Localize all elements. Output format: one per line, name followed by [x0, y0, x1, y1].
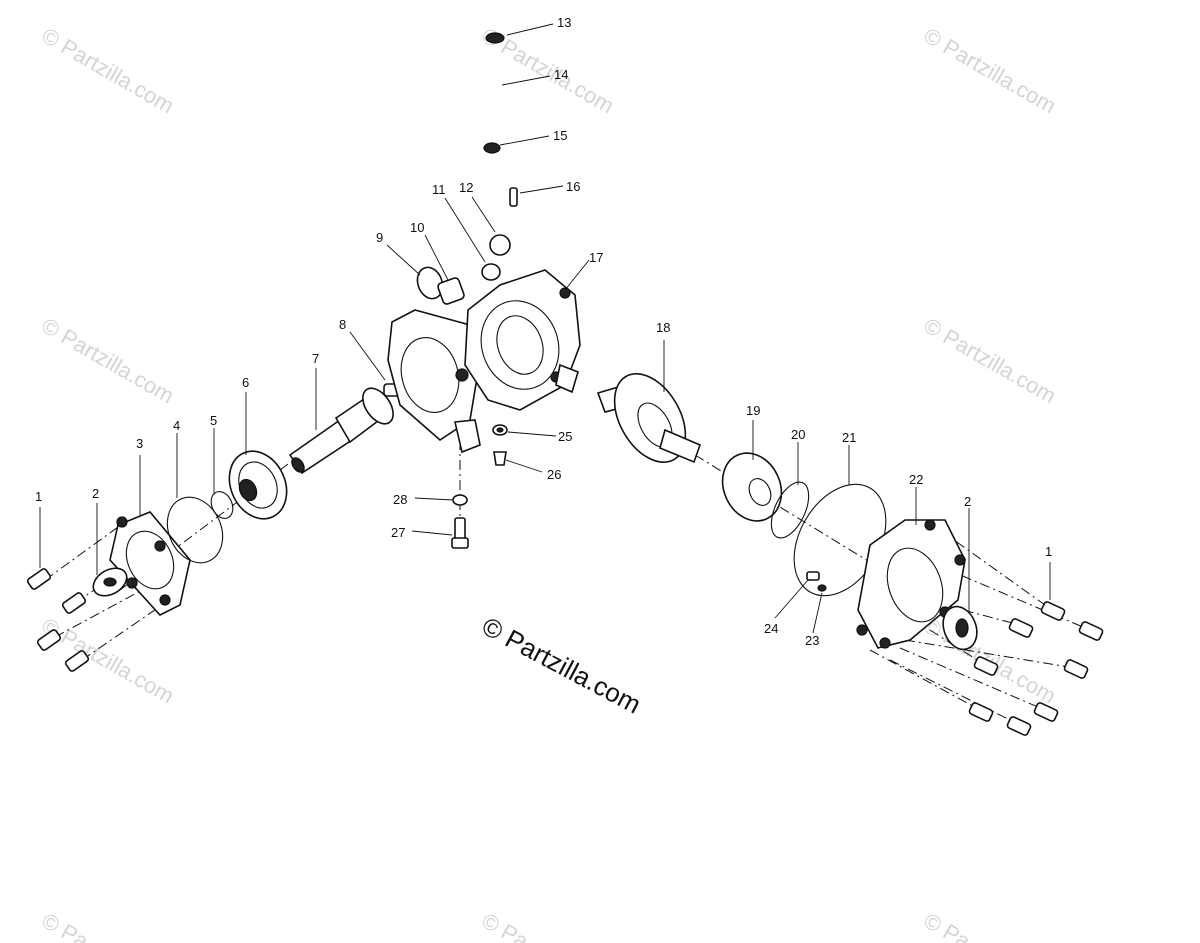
callout-7: 7 [312, 351, 319, 366]
watermark-main: © Partzilla.com [477, 611, 646, 720]
watermark-faint: © Partzilla.com [38, 613, 179, 709]
callout-5: 5 [210, 413, 217, 428]
watermark-faint: © Partzilla.com [38, 313, 179, 409]
callout-28: 28 [393, 492, 407, 507]
callout-10: 10 [410, 220, 424, 235]
center-housing [387, 234, 581, 549]
faint-watermarks: © Partzilla.com © Partzilla.com © Partzi… [38, 23, 1061, 943]
callout-8: 8 [339, 317, 346, 332]
watermark-faint: © Pa [478, 908, 534, 943]
callout-9: 9 [376, 230, 383, 245]
callout-13: 13 [557, 15, 571, 30]
callout-6: 6 [242, 375, 249, 390]
callout-2: 2 [92, 486, 99, 501]
breather-hose-assembly [483, 32, 518, 207]
callout-16: 16 [566, 179, 580, 194]
output-flange [596, 373, 702, 464]
callout-17: 17 [589, 250, 603, 265]
right-cover-assembly [721, 452, 1104, 736]
callout-23: 23 [805, 633, 819, 648]
left-cover-assembly [26, 450, 288, 672]
watermark-faint: © Partzilla.com [920, 313, 1061, 409]
callout-19: 19 [746, 403, 760, 418]
callout-12: 12 [459, 180, 473, 195]
callout-15: 15 [553, 128, 567, 143]
callout-labels: 1 2 3 4 5 6 7 8 9 10 11 12 13 14 15 16 1… [35, 15, 1052, 648]
callout-2-right: 2 [964, 494, 971, 509]
watermark-faint: © Pa [38, 908, 94, 943]
callout-18: 18 [656, 320, 670, 335]
callout-25: 25 [558, 429, 572, 444]
callout-3: 3 [136, 436, 143, 451]
callout-4: 4 [173, 418, 180, 433]
leader-lines [39, 23, 1051, 634]
callout-14: 14 [554, 67, 568, 82]
callout-20: 20 [791, 427, 805, 442]
callout-24: 24 [764, 621, 778, 636]
callout-1: 1 [35, 489, 42, 504]
watermark-faint: © Partzilla.com [920, 23, 1061, 119]
callout-26: 26 [547, 467, 561, 482]
callout-21: 21 [842, 430, 856, 445]
callout-11: 11 [432, 182, 446, 197]
watermark-faint: © Partzilla.com [38, 23, 179, 119]
callout-22: 22 [909, 472, 923, 487]
input-shaft [288, 383, 401, 475]
watermark-faint: © Pa [920, 908, 976, 943]
callout-1-right: 1 [1045, 544, 1052, 559]
callout-27: 27 [391, 525, 405, 540]
